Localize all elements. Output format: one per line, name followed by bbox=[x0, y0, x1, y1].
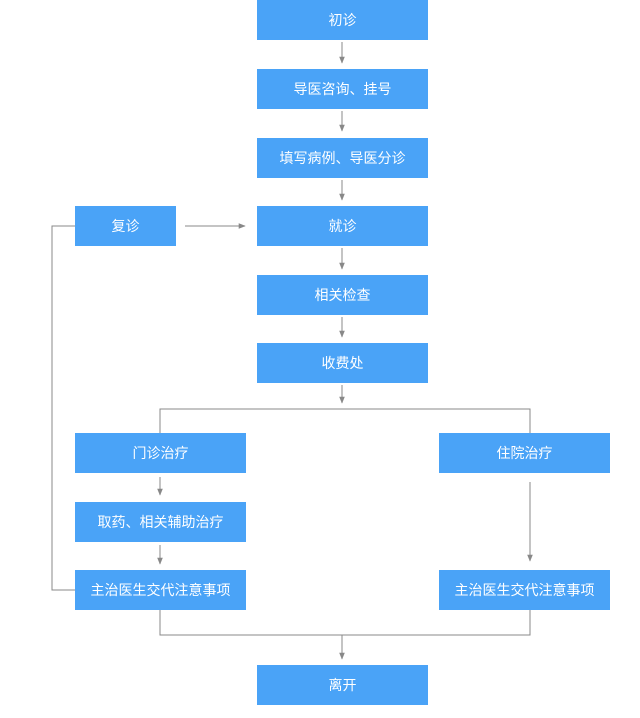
node-inpatient-treatment: 住院治疗 bbox=[439, 433, 610, 473]
node-medicine-aux-treatment: 取药、相关辅助治疗 bbox=[75, 502, 246, 542]
connector-split bbox=[159, 408, 531, 433]
connector-merge bbox=[159, 610, 531, 636]
node-consultation: 就诊 bbox=[257, 206, 428, 246]
node-doctor-instructions-left: 主治医生交代注意事项 bbox=[75, 570, 246, 610]
node-leave: 离开 bbox=[257, 665, 428, 705]
node-fill-record-triage: 填写病例、导医分诊 bbox=[257, 138, 428, 178]
node-doctor-instructions-right: 主治医生交代注意事项 bbox=[439, 570, 610, 610]
node-guidance-registration: 导医咨询、挂号 bbox=[257, 69, 428, 109]
connector-loop-to-revisit bbox=[51, 225, 75, 591]
node-examinations: 相关检查 bbox=[257, 275, 428, 315]
node-outpatient-treatment: 门诊治疗 bbox=[75, 433, 246, 473]
node-cashier: 收费处 bbox=[257, 343, 428, 383]
node-revisit: 复诊 bbox=[75, 206, 176, 246]
node-first-visit: 初诊 bbox=[257, 0, 428, 40]
